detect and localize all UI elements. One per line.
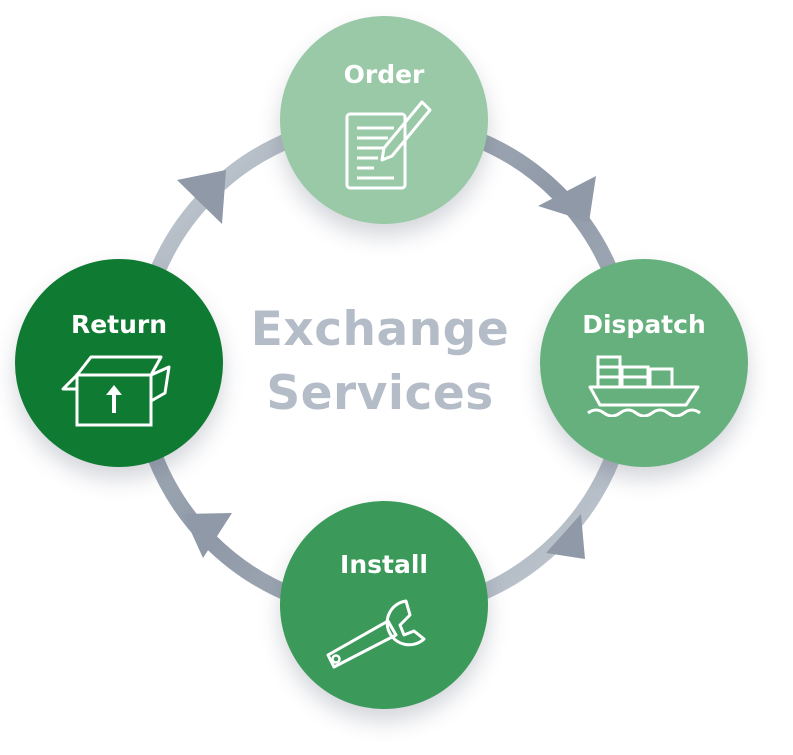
step-dispatch-label: Dispatch bbox=[582, 310, 706, 339]
step-order-label: Order bbox=[343, 60, 425, 89]
arrow-return-to-order bbox=[177, 170, 226, 224]
wrench-icon bbox=[326, 599, 426, 669]
diagram-title-line-1: Exchange bbox=[250, 302, 510, 357]
box-return-icon bbox=[61, 355, 171, 427]
order-form-pen-icon bbox=[345, 100, 432, 190]
step-order: Order bbox=[280, 16, 488, 224]
step-return-label: Return bbox=[70, 310, 168, 339]
diagram-title-line-2: Services bbox=[266, 366, 494, 421]
step-dispatch: Dispatch bbox=[540, 259, 748, 467]
step-install-label: Install bbox=[340, 550, 428, 579]
step-return: Return bbox=[15, 259, 223, 467]
arrow-order-to-dispatch bbox=[538, 176, 596, 222]
step-install: Install bbox=[280, 501, 488, 709]
arrow-dispatch-to-install bbox=[546, 514, 585, 559]
cargo-ship-icon bbox=[587, 355, 701, 417]
arrow-install-to-return bbox=[183, 513, 232, 558]
